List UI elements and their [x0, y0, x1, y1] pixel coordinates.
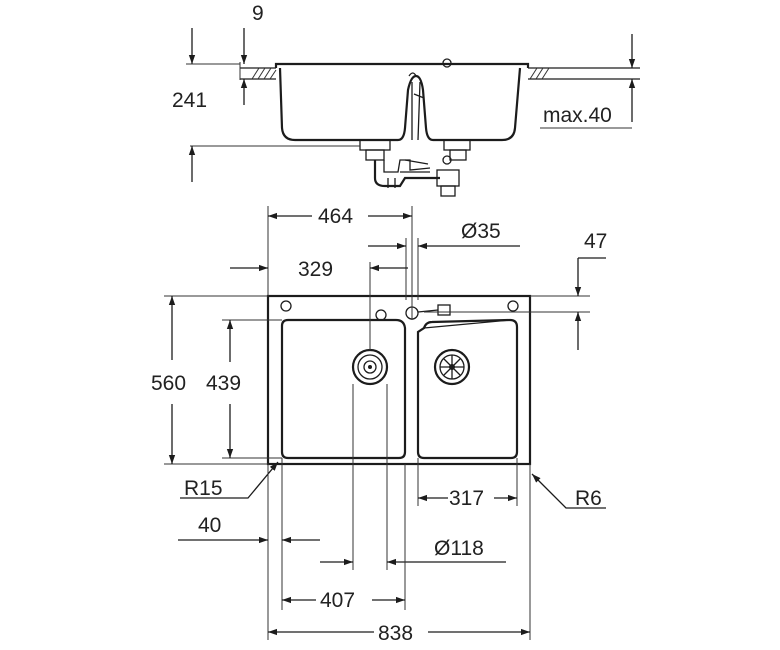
label-40: 40 — [198, 514, 221, 537]
sink-outline — [266, 294, 532, 466]
drain-fittings — [359, 139, 471, 197]
tap-hole-center-left — [375, 309, 387, 321]
side-view — [186, 28, 640, 197]
label-9: 9 — [252, 2, 264, 25]
drain-left — [351, 348, 389, 386]
label-d118: Ø118 — [434, 537, 484, 560]
label-464: 464 — [318, 205, 353, 228]
left-basin-profile — [278, 67, 522, 142]
countertop-hatch-right — [528, 67, 640, 80]
faucet-profile — [408, 72, 425, 141]
dimension-labels: 9 241 max.40 464 Ø35 47 329 560 439 R15 … — [151, 2, 612, 645]
right-basin-outline — [416, 318, 519, 460]
label-max40: max.40 — [543, 104, 612, 127]
leader-r6 — [531, 473, 606, 509]
left-basin-outline — [280, 318, 407, 460]
label-d35: Ø35 — [461, 220, 501, 243]
label-407: 407 — [320, 589, 355, 612]
label-r15: R15 — [184, 477, 223, 500]
sink-rim — [274, 62, 530, 68]
label-439: 439 — [206, 372, 241, 395]
countertop-hatch-left — [240, 67, 277, 80]
label-838: 838 — [378, 622, 413, 645]
label-560: 560 — [151, 372, 186, 395]
tap-hole-right — [507, 300, 519, 312]
tap-hole-left — [280, 300, 292, 312]
drain-right — [433, 348, 471, 386]
label-241: 241 — [172, 89, 207, 112]
label-329: 329 — [298, 258, 333, 281]
top-view — [164, 206, 606, 640]
overflow-button — [437, 304, 451, 316]
label-317: 317 — [449, 487, 484, 510]
label-r6: R6 — [575, 487, 602, 510]
label-47: 47 — [584, 230, 607, 253]
